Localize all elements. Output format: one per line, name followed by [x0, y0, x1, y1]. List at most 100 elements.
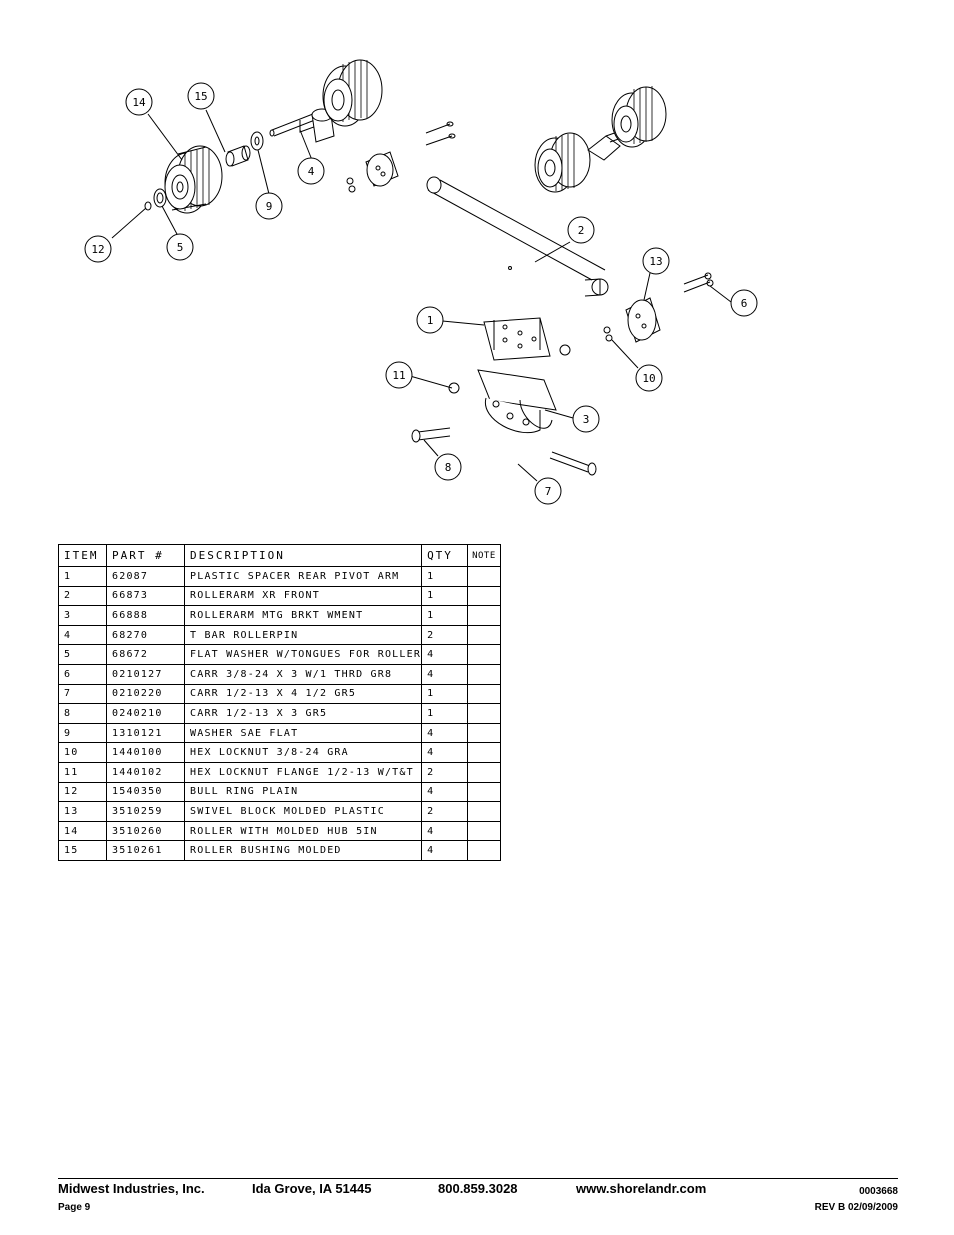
cell-item: 14: [58, 820, 107, 842]
callout-4: 4: [297, 157, 325, 185]
cell-item: 12: [58, 781, 107, 803]
callout-7: 7: [534, 477, 562, 505]
header-item: ITEM: [58, 544, 107, 567]
svg-text:15: 15: [194, 90, 207, 103]
cell-note: [467, 605, 502, 626]
cell-item: 8: [58, 703, 107, 724]
swivel-block-upper: [365, 151, 399, 187]
cell-note: [467, 781, 502, 803]
cell-item: 15: [58, 840, 107, 861]
footer-company: Midwest Industries, Inc.: [58, 1181, 205, 1196]
cell-note: [467, 761, 502, 783]
cell-description: WASHER SAE FLAT: [183, 722, 423, 744]
locknut-flange: [448, 382, 460, 394]
callout-13: 13: [642, 247, 670, 275]
cell-note: [467, 801, 502, 822]
cell-description: HEX LOCKNUT FLANGE 1/2-13 W/T&T: [183, 761, 423, 783]
cell-description: PLASTIC SPACER REAR PIVOT ARM: [183, 566, 423, 587]
cell-qty: 4: [421, 663, 469, 685]
carriage-bolt-long: [549, 451, 591, 473]
cell-description: CARR 3/8-24 X 3 W/1 THRD GR8: [183, 663, 423, 685]
svg-text:8: 8: [445, 461, 452, 474]
cell-description: SWIVEL BLOCK MOLDED PLASTIC: [183, 801, 423, 822]
callout-14: 14: [125, 88, 153, 116]
cell-part-number: 1540350: [106, 781, 185, 803]
cell-item: 3: [58, 605, 107, 626]
footer-page-number: Page 9: [58, 1202, 91, 1213]
cell-item: 9: [58, 722, 107, 744]
plastic-spacer: [483, 317, 551, 361]
cell-description: HEX LOCKNUT 3/8-24 GRA: [183, 742, 423, 763]
roller-right-assembly: [534, 86, 667, 193]
cell-qty: 2: [421, 624, 469, 646]
cell-part-number: 68270: [106, 624, 185, 646]
callout-11: 11: [385, 361, 413, 389]
header-description: DESCRIPTION: [183, 544, 423, 567]
table-header-row: ITEM PART # DESCRIPTION QTY NOTE: [58, 544, 502, 567]
cell-note: [467, 722, 502, 744]
cell-part-number: 1440100: [106, 742, 185, 763]
flat-washer-tongues: [153, 188, 167, 208]
cell-item: 7: [58, 683, 107, 705]
roller-bushing: [225, 145, 251, 167]
cell-note: [467, 624, 502, 646]
cell-description: T BAR ROLLERPIN: [183, 624, 423, 646]
cell-description: ROLLER BUSHING MOLDED: [183, 840, 423, 861]
cell-note: [467, 742, 502, 763]
callout-8: 8: [434, 453, 462, 481]
cell-note: [467, 840, 502, 861]
footer-website: www.shorelandr.com: [576, 1181, 707, 1196]
svg-text:4: 4: [308, 165, 315, 178]
svg-text:2: 2: [578, 224, 585, 237]
callout-3: 3: [572, 405, 600, 433]
cell-part-number: 66888: [106, 605, 185, 626]
cell-qty: 4: [421, 742, 469, 763]
cell-note: [467, 663, 502, 685]
cell-item: 5: [58, 644, 107, 665]
cell-part-number: 3510260: [106, 820, 185, 842]
header-note: NOTE: [467, 544, 502, 567]
callout-12: 12: [84, 235, 112, 263]
callout-6: 6: [730, 289, 758, 317]
cell-item: 10: [58, 742, 107, 763]
cell-item: 13: [58, 801, 107, 822]
cell-note: [467, 683, 502, 705]
roller-left-front: [164, 145, 223, 214]
callout-10: 10: [635, 364, 663, 392]
svg-text:5: 5: [177, 241, 184, 254]
cell-part-number: 0210220: [106, 683, 185, 705]
bull-ring: [144, 201, 152, 211]
svg-text:6: 6: [741, 297, 748, 310]
rollerarm-tube: [426, 176, 609, 297]
cell-note: [467, 644, 502, 665]
cell-qty: 1: [421, 683, 469, 705]
svg-text:1: 1: [427, 314, 434, 327]
cell-part-number: 0210127: [106, 663, 185, 685]
svg-text:9: 9: [266, 200, 273, 213]
cell-description: CARR 1/2-13 X 3 GR5: [183, 703, 423, 724]
cell-qty: 4: [421, 820, 469, 842]
svg-text:10: 10: [642, 372, 655, 385]
footer-location: Ida Grove, IA 51445: [252, 1181, 372, 1196]
cell-part-number: 62087: [106, 566, 185, 587]
cell-part-number: 0240210: [106, 703, 185, 724]
cell-item: 4: [58, 624, 107, 646]
cell-description: ROLLERARM XR FRONT: [183, 585, 423, 607]
callout-5: 5: [166, 233, 194, 261]
cell-qty: 1: [421, 566, 469, 587]
cell-item: 11: [58, 761, 107, 783]
swivel-block-lower: [625, 297, 661, 343]
cell-part-number: 3510259: [106, 801, 185, 822]
